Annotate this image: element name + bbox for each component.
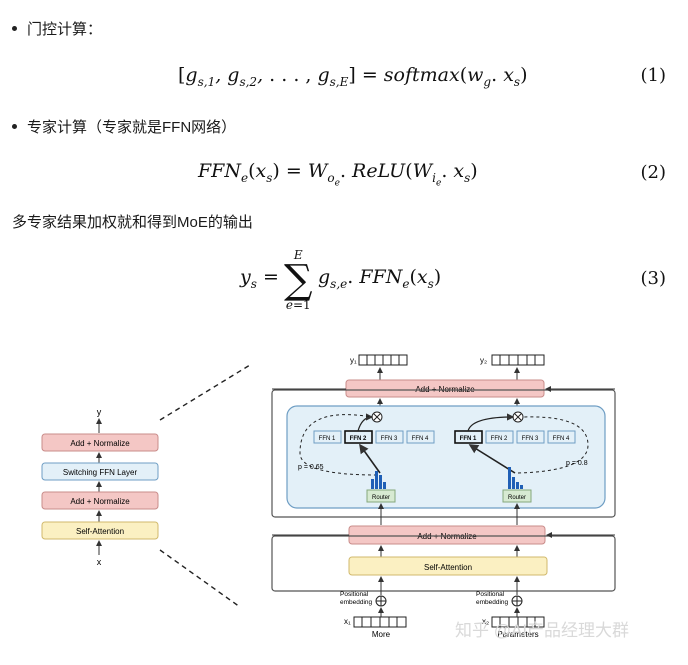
left-self-attention-label: Self-Attention [76,527,124,536]
ffn-left-3 [375,430,404,444]
right-self-attention [348,556,548,576]
attention-layer-outer-box [271,535,616,592]
input-token-word-more: More [372,630,391,639]
left-add-normalize-top-label: Add + Normalize [70,439,130,448]
ffn-right-1-label: FFN 1 [460,436,477,442]
router-left-label: Router [372,495,390,501]
summation-symbol: E ∑ e=1 [284,248,313,312]
input-token-1-label: x₁ [344,617,351,626]
ffn-left-4-label: FFN 4 [412,436,429,442]
output-token-1: y₁ [350,354,408,366]
ffn-left-4 [406,430,435,444]
equation-2: FFNe(xs) = Woe. ReLU(Wie. xs) [198,160,478,189]
switching-ffn-inner-box [286,405,606,509]
router-right [502,489,532,503]
equation-2-number: (2) [640,162,667,183]
ffn-left-3-label: FFN 3 [381,436,398,442]
output-token-1-label: y₁ [350,356,357,365]
input-token-2: x₂ [482,616,545,628]
output-token-2-label: y₂ [480,356,487,365]
router-left [366,489,396,503]
left-self-attention [41,521,159,540]
bullet-gating-text: 门控计算： [27,21,103,38]
bullet-dot [12,26,17,31]
positional-left-2: embedding [340,599,373,606]
paragraph-moe-output: 多专家结果加权就和得到MoE的输出 [12,214,253,231]
ffn-row-right: FFN 1 FFN 2 FFN 3 FFN 4 [454,430,576,444]
zoom-line-bottom [159,549,241,608]
ffn-row-left: FFN 1 FFN 2 FFN 3 FFN 4 [313,430,435,444]
equation-1-number: (1) [640,65,667,86]
ffn-right-3 [516,430,545,444]
left-input-label: x [97,557,102,567]
zoom-line-top [159,364,251,421]
bullet-expert: 专家计算（专家就是FFN网络） [12,116,236,137]
ffn-left-2-label: FFN 2 [350,436,367,442]
left-add-normalize-top [41,433,159,452]
positional-left-1: Positional [340,591,369,598]
left-output-label: y [97,407,102,417]
equation-3-rhs: gs,e. FFNe(xs) [318,266,442,291]
right-self-attention-label: Self-Attention [424,563,472,572]
ffn-left-1 [313,430,342,444]
left-switching-ffn-layer [41,462,159,481]
router-prob-right: p = 0.8 [566,460,588,467]
input-token-2-label: x₂ [482,617,489,626]
input-token-word-parameters: Parameters [497,630,538,639]
ffn-right-4-label: FFN 4 [553,436,570,442]
router-histogram-left [371,471,386,489]
output-token-2: y₂ [480,354,545,366]
bullet-expert-text: 专家计算（专家就是FFN网络） [27,119,237,136]
switching-layer-outer-box [271,389,616,518]
zhihu-watermark: 知乎 @AI产品经理大群 [455,621,629,640]
ffn-right-2-label: FFN 2 [491,436,508,442]
router-right-label: Router [508,495,526,501]
positional-right-2: embedding [476,599,509,606]
ffn-left-1-label: FFN 1 [319,436,336,442]
ffn-right-4 [547,430,576,444]
left-add-normalize-bottom-label: Add + Normalize [70,497,130,506]
input-token-1: x₁ [344,616,407,628]
equation-1: [gs,1, gs,2, . . . , gs,E] = softmax(wg.… [178,64,528,89]
left-layer-stack: y Add + Normalize Switching FFN Layer Ad… [41,407,159,567]
ffn-right-3-label: FFN 3 [522,436,539,442]
positional-right-1: Positional [476,591,505,598]
router-prob-left: p = 0.65 [298,464,324,471]
switch-transformer-diagram: y Add + Normalize Switching FFN Layer Ad… [41,354,629,640]
equation-3-number: (3) [640,268,667,289]
bullet-dot [12,124,17,129]
left-switching-ffn-label: Switching FFN Layer [63,468,138,477]
router-histogram-right [508,467,523,489]
bullet-gating: 门控计算： [12,18,102,39]
left-add-normalize-bottom [41,491,159,510]
ffn-right-2 [485,430,514,444]
equation-3-lhs: ys = [240,266,279,291]
